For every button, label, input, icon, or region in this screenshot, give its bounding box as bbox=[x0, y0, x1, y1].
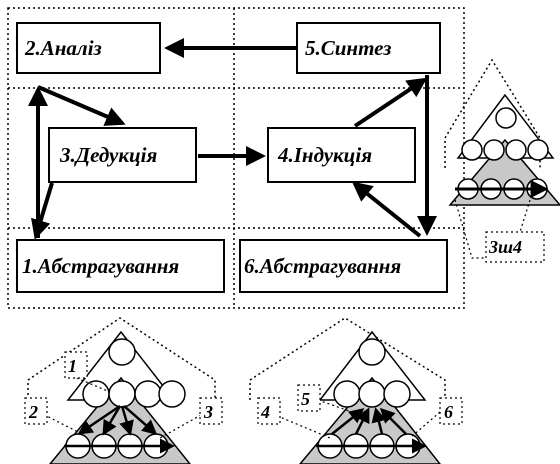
mid-callout-5: 5 bbox=[301, 389, 310, 409]
analysis-box: 2.Аналіз bbox=[16, 22, 161, 74]
synthesis-label: 5.Синтез bbox=[305, 36, 391, 60]
abstraction-right-label: 6.Абстрагування bbox=[244, 254, 401, 278]
abstraction-right-box: 6.Абстрагування bbox=[239, 239, 448, 293]
arrow-analysis-to-deduction bbox=[37, 85, 126, 126]
abstraction-left-box: 1.Абстрагування bbox=[16, 239, 225, 293]
abstraction-left-label: 1.Абстрагування bbox=[22, 254, 179, 278]
deduction-label: 3.Дедукція bbox=[59, 143, 158, 167]
mid-callout-4: 4 bbox=[260, 402, 270, 422]
mid-callout-6: 6 bbox=[444, 402, 453, 422]
analysis-label: 2.Аналіз bbox=[24, 36, 102, 60]
arrow-induction-to-synthesis bbox=[353, 77, 428, 128]
arrow-abstraction-to-induction bbox=[351, 181, 422, 238]
left-tree: 1 2 3 bbox=[24, 317, 223, 464]
right-tree: 3ш4 bbox=[444, 58, 560, 263]
induction-box: 4.Індукція bbox=[267, 127, 416, 183]
left-callout-2: 2 bbox=[28, 402, 38, 422]
deduction-box: 3.Дедукція bbox=[48, 127, 197, 183]
induction-label: 4.Індукція bbox=[277, 143, 372, 167]
synthesis-box: 5.Синтез bbox=[296, 22, 441, 74]
left-callout-1: 1 bbox=[68, 356, 77, 376]
mid-tree: 5 4 6 bbox=[249, 317, 463, 464]
left-callout-3: 3 bbox=[203, 402, 213, 422]
right-tree-callout: 3ш4 bbox=[488, 237, 522, 257]
